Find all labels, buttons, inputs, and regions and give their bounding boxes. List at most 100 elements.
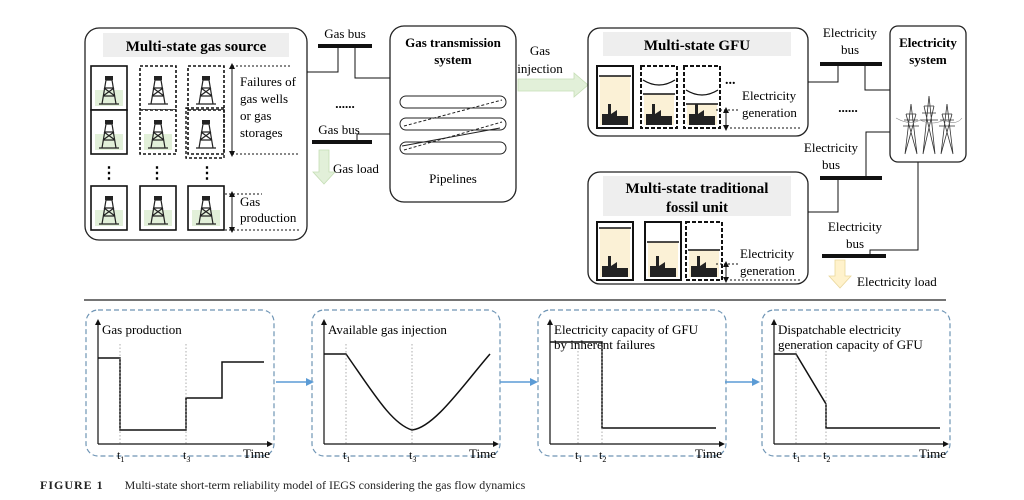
fossil-generation-annotation: Electricity generation [716,246,802,283]
gas-injection-label-1: Gas [530,43,550,58]
panel-title: Gas production [102,322,182,337]
panel-title: by inherent failures [554,337,655,352]
panel-xlabel: Time [695,446,722,461]
electricity-load: Electricity load [828,259,937,289]
gas-bus-bottom-label: Gas bus [318,122,360,137]
electricity-bus-2: Electricity bus [804,131,892,213]
panel-tick-label: t1 [117,448,124,464]
gas-transmission-box: Gas transmission system Pipelines [389,25,517,203]
caption-number: FIGURE 1 [40,478,104,492]
dynamics-panel: Gas production t1 t3 Time [85,309,275,464]
gas-injection-arrow [517,72,589,98]
panel-xlabel: Time [243,446,270,461]
electricity-system-box: Electricity system [889,25,967,163]
elec-bus-2-label-1: Electricity [804,140,859,155]
gfu-dots: ... [725,73,736,88]
failures-label-1: Failures of [240,74,297,89]
gfu-generation-annotation: Electricity generation [716,88,802,131]
iegs-reliability-figure: Multi-state gas source ⋮ ⋮ ⋮ Failures of g… [84,25,967,464]
gas-wells-grid: ⋮ ⋮ ⋮ [90,65,225,231]
electricity-bus-1: Electricity bus [808,25,890,91]
elec-system-title-2: system [909,52,947,67]
gas-bus-bottom: Gas bus [312,122,390,144]
fossil-plant-icon [685,221,723,281]
elec-bus-3-label-1: Electricity [828,219,883,234]
gas-well-icon [139,109,177,155]
production-label-2: production [240,210,297,225]
elec-bus-dots: ...... [838,100,858,115]
gfu-plant-icon [596,65,634,129]
gas-well-icon [139,185,177,231]
panel-curve [774,353,940,429]
gfu-plant-icon [683,65,721,129]
panel-tick-label: t1 [793,448,800,464]
fossil-units [596,221,723,281]
fossil-plant-icon [644,221,682,281]
panel-tick-label: t2 [823,448,830,464]
panel-xlabel: Time [469,446,496,461]
panel-tick-label: t2 [599,448,606,464]
failures-label-2: gas wells [240,91,288,106]
gfu-generation-label-2: generation [742,105,797,120]
gas-bus-dots: ...... [335,96,355,111]
gas-well-icon [90,185,128,231]
gas-well-icon [90,65,128,111]
gas-well-icon [90,109,128,155]
gas-load: Gas load [312,149,379,185]
elec-bus-3-label-2: bus [846,236,864,251]
elec-bus-1-label-2: bus [841,42,859,57]
panel-tick-label: t1 [575,448,582,464]
panel-curve [324,353,491,431]
gas-transmission-title-2: system [434,52,472,67]
gfu-plant-icon [640,65,678,129]
gfu-generation-label-1: Electricity [742,88,797,103]
figure-caption: FIGURE 1 Multi-state short-term reliabil… [40,478,525,493]
panel-flow-arrows [276,378,760,386]
gas-injection-label-2: injection [517,61,563,76]
gas-well-icon [187,65,225,111]
elec-system-title-1: Electricity [899,35,957,50]
gas-load-label: Gas load [333,161,379,176]
elec-bus-2-label-2: bus [822,157,840,172]
gas-injection: Gas injection [517,43,589,98]
production-label-1: Gas [240,194,260,209]
gas-bus-top-label: Gas bus [324,26,366,41]
gfu-units [596,65,721,129]
fossil-title-2: fossil unit [666,200,728,216]
gfu-title: Multi-state GFU [644,38,750,54]
pipelines-label: Pipelines [429,171,477,186]
panel-title: generation capacity of GFU [778,337,923,352]
electricity-load-arrow [828,259,852,289]
panel-tick-label: t3 [183,448,190,464]
fossil-plant-icon [596,221,634,281]
ellipsis-vertical: ⋮ [101,165,117,182]
failures-label-4: storages [240,125,283,140]
panel-xlabel: Time [919,446,946,461]
gas-bus-top: Gas bus [307,26,390,79]
ellipsis-vertical: ⋮ [149,165,165,182]
caption-text: Multi-state short-term reliability model… [124,478,526,492]
panel-title: Dispatchable electricity [778,322,902,337]
elec-bus-1-label-1: Electricity [823,25,878,40]
ellipsis-vertical: ⋮ [199,165,215,182]
fossil-title-1: Multi-state traditional [626,181,769,197]
gas-source-title: Multi-state gas source [126,39,267,55]
gas-well-icon [139,65,177,111]
transmission-tower-icon [895,95,963,155]
electricity-load-label: Electricity load [857,274,937,289]
pipelines-icon [399,95,507,155]
gas-well-icon [187,109,225,155]
panel-tick-label: t1 [343,448,350,464]
gas-transmission-title-1: Gas transmission [405,35,501,50]
gas-load-arrow [312,149,336,185]
electricity-bus-3: Electricity bus [822,162,919,258]
panel-title: Electricity capacity of GFU [554,322,699,337]
production-annotation: Gas production [225,191,300,233]
panel-tick-label: t3 [409,448,416,464]
fossil-generation-label-2: generation [740,263,795,278]
fossil-generation-label-1: Electricity [740,246,795,261]
